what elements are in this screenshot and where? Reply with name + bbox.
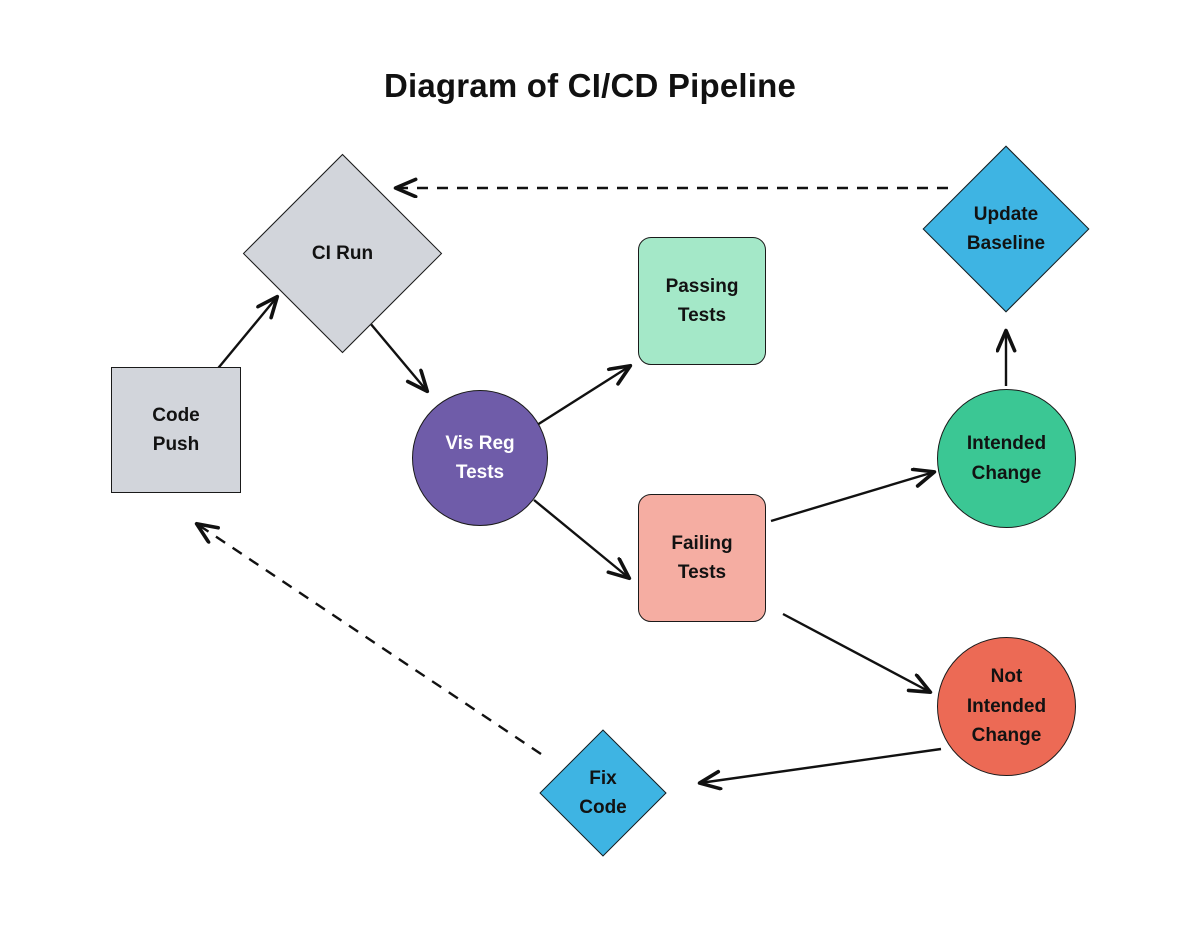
node-not-intended-label-line-1: Not [990, 666, 1023, 688]
node-failing-tests[interactable]: Failing Tests [638, 494, 766, 622]
page-title: Diagram of CI/CD Pipeline [383, 67, 797, 104]
node-passing-tests[interactable]: Passing Tests [638, 237, 766, 365]
node-vis-reg-label-line-2: Tests [455, 462, 505, 483]
node-not-intended-change[interactable]: Not Intended Change [937, 637, 1076, 776]
node-update-baseline-label-line-2: Baseline [966, 233, 1046, 254]
node-ci-run-label: CI Run [311, 242, 374, 264]
edge-fix-code-to-code-push [197, 524, 542, 755]
edge-code-push-to-ci-run [214, 297, 277, 373]
edge-not-intended-to-fix-code [700, 747, 942, 783]
node-fix-code-label: Fix Code [518, 764, 689, 823]
node-update-baseline[interactable]: Update Baseline [922, 145, 1090, 313]
node-update-baseline-label: Update Baseline [894, 200, 1118, 259]
node-fix-code-label-line-1: Fix [589, 767, 617, 789]
node-failing-label-line-2: Tests [677, 562, 727, 583]
node-intended-change[interactable]: Intended Change [937, 389, 1076, 528]
node-passing-label-line-1: Passing [665, 275, 739, 297]
edge-failing-to-intended [770, 472, 934, 523]
node-passing-label-line-2: Tests [677, 305, 727, 326]
node-not-intended-label-line-2: Intended [966, 695, 1047, 717]
node-intended-label-line-2: Change [971, 462, 1042, 484]
node-vis-reg-tests[interactable]: Vis Reg Tests [412, 390, 548, 526]
node-fix-code-label-line-2: Code [579, 797, 627, 818]
node-fix-code[interactable]: Fix Code [539, 729, 667, 857]
edge-vis-reg-to-failing [533, 499, 629, 578]
node-failing-label-line-1: Failing [671, 532, 733, 554]
node-code-push[interactable]: Code Push [111, 367, 241, 493]
node-ci-run[interactable]: CI Run [242, 153, 443, 354]
node-intended-label-line-1: Intended [966, 433, 1047, 455]
node-code-push-label-line-2: Push [152, 434, 200, 455]
edge-ci-run-to-vis-reg [369, 322, 427, 391]
node-update-baseline-label-line-1: Update [973, 203, 1039, 225]
node-vis-reg-label-line-1: Vis Reg [445, 432, 515, 454]
node-not-intended-label-line-3: Change [971, 725, 1042, 747]
edge-failing-to-not-intended [782, 612, 930, 692]
edge-vis-reg-to-passing [536, 366, 630, 427]
node-code-push-label-line-1: Code [152, 404, 200, 426]
